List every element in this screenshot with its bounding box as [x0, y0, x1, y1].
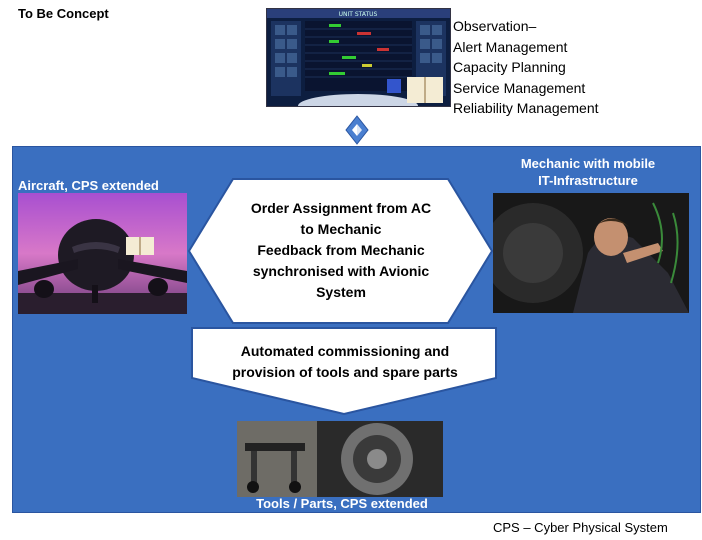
arrow-line: provision of tools and spare parts [232, 364, 458, 380]
hex-line: Feedback from Mechanic [257, 242, 425, 258]
observation-item: Reliability Management [453, 100, 599, 116]
hex-line: synchronised with Avionic [252, 263, 430, 279]
observation-list: Observation– Alert Management Capacity P… [453, 16, 599, 119]
tools-parts-label: Tools / Parts, CPS extended [256, 496, 428, 511]
mechanic-label: Mechanic with mobile IT-Infrastructure [488, 155, 688, 189]
observation-dashboard-image: UNIT STATUS [266, 8, 451, 107]
observation-item: Alert Management [453, 38, 568, 55]
mechanic-label-line1: Mechanic with mobile [520, 156, 656, 171]
commissioning-text: Automated commissioning and provision of… [205, 341, 485, 383]
order-feedback-text: Order Assignment from AC to Mechanic Fee… [230, 198, 452, 303]
observation-item: Observation– [453, 18, 537, 34]
mechanic-image [493, 193, 689, 313]
aircraft-image [18, 193, 187, 314]
hex-line: System [316, 284, 366, 300]
commissioning-down-arrow [191, 327, 497, 416]
dashboard-header: UNIT STATUS [339, 11, 378, 18]
tools-parts-image [237, 421, 443, 497]
aircraft-label: Aircraft, CPS extended [18, 178, 159, 193]
hex-line: Order Assignment from AC [250, 200, 432, 216]
bidirectional-connector-icon [345, 115, 369, 145]
order-feedback-hexagon [187, 178, 494, 324]
observation-item: Capacity Planning [453, 59, 566, 75]
page-title: To Be Concept [18, 6, 109, 21]
footnote: CPS – Cyber Physical System [493, 520, 668, 535]
observation-item: Service Management [453, 79, 586, 96]
mechanic-label-line2: IT-Infrastructure [538, 173, 638, 188]
hex-line: to Mechanic [300, 221, 382, 237]
arrow-line: Automated commissioning and [240, 343, 450, 359]
